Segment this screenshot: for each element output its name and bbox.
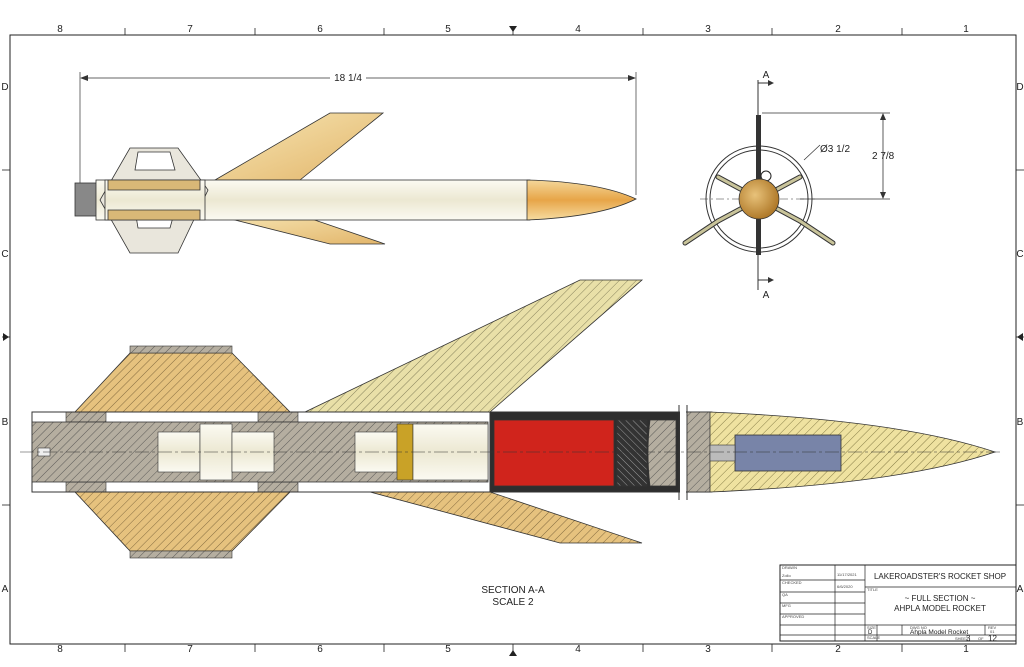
- svg-text:6: 6: [317, 644, 323, 655]
- svg-text:2 7/8: 2 7/8: [872, 151, 895, 162]
- svg-text:6: 6: [317, 24, 323, 35]
- cage-lower: [74, 491, 291, 552]
- section-scale: SCALE 2: [492, 597, 534, 608]
- svg-text:4: 4: [575, 644, 581, 655]
- section-marker-top: A: [763, 70, 770, 81]
- svg-text:REV: REV: [988, 625, 997, 630]
- svg-text:1: 1: [963, 644, 969, 655]
- nose-cone-end: [738, 178, 780, 220]
- svg-text:D: D: [1016, 82, 1023, 93]
- svg-text:C: C: [1, 249, 8, 260]
- svg-text:2: 2: [835, 24, 841, 35]
- svg-text:1: 1: [963, 24, 969, 35]
- svg-text:SIZE: SIZE: [867, 625, 876, 630]
- rocket-end-view: A A 2 7/8 Ø3 1/2: [682, 70, 895, 301]
- recovery-wadding: [493, 419, 615, 487]
- nose-weight: [734, 434, 842, 472]
- svg-text:B: B: [2, 417, 9, 428]
- svg-text:TITLE: TITLE: [867, 587, 878, 592]
- section-marker-bottom: A: [763, 290, 770, 301]
- svg-text:5: 5: [445, 644, 451, 655]
- svg-text:D: D: [868, 630, 873, 636]
- zone-labels-top: 8 7 6 5 4 3 2 1: [57, 24, 969, 35]
- svg-text:7: 7: [187, 24, 193, 35]
- title-block: DRAWN Zollo 11/17/2021 CHECKED 6/6/2020 …: [779, 564, 1017, 643]
- svg-text:DWG NO: DWG NO: [910, 625, 927, 630]
- svg-text:Zollo: Zollo: [782, 573, 791, 578]
- section-lower-fin: [369, 491, 643, 544]
- zone-labels-side: D C B A D C B A: [1, 82, 1023, 595]
- overall-length-dimension: 18 1/4: [79, 70, 637, 195]
- svg-text:~ FULL SECTION ~: ~ FULL SECTION ~: [905, 594, 976, 603]
- upper-fin: [213, 112, 385, 181]
- svg-text:7: 7: [187, 644, 193, 655]
- svg-text:MFG: MFG: [782, 603, 791, 608]
- svg-text:8: 8: [57, 644, 63, 655]
- svg-text:18 1/4: 18 1/4: [334, 73, 362, 84]
- svg-text:Ø3 1/2: Ø3 1/2: [820, 144, 850, 155]
- svg-text:6/6/2020: 6/6/2020: [837, 584, 853, 589]
- svg-text:APPROVED: APPROVED: [782, 614, 804, 619]
- drawing-border: [2, 26, 1024, 656]
- svg-text:12: 12: [988, 634, 997, 643]
- section-a-a-view: [20, 279, 1000, 559]
- svg-text:C: C: [1016, 249, 1023, 260]
- section-upper-fin: [304, 279, 644, 413]
- svg-text:Ahpla Model Rocket: Ahpla Model Rocket: [910, 629, 968, 636]
- svg-text:4: 4: [575, 24, 581, 35]
- svg-text:CHECKED: CHECKED: [782, 580, 802, 585]
- svg-text:OF: OF: [978, 636, 984, 641]
- svg-text:3: 3: [705, 644, 711, 655]
- svg-text:SCALE: SCALE: [867, 635, 880, 640]
- company-name: LAKEROADSTER'S ROCKET SHOP: [874, 572, 1006, 581]
- zone-labels-bottom: 8 7 6 5 4 3 2 1: [57, 644, 969, 655]
- svg-text:A: A: [2, 584, 9, 595]
- svg-text:3: 3: [966, 634, 971, 643]
- svg-text:B: B: [1017, 417, 1024, 428]
- svg-text:01: 01: [990, 629, 995, 634]
- cage-upper: [74, 352, 291, 413]
- svg-text:3: 3: [705, 24, 711, 35]
- fin-cage: [99, 147, 209, 254]
- svg-text:11/17/2021: 11/17/2021: [837, 572, 857, 577]
- svg-text:5: 5: [445, 24, 451, 35]
- svg-text:SHEET: SHEET: [955, 636, 969, 641]
- svg-text:8: 8: [57, 24, 63, 35]
- nose-cone: [526, 179, 637, 221]
- section-title: SECTION A-A: [481, 585, 545, 596]
- svg-text:A: A: [1017, 584, 1024, 595]
- rocket-side-view: 18 1/4: [74, 70, 637, 254]
- svg-text:D: D: [1, 82, 8, 93]
- svg-text:DRAWN: DRAWN: [782, 565, 797, 570]
- svg-text:2: 2: [835, 644, 841, 655]
- svg-text:AHPLA MODEL ROCKET: AHPLA MODEL ROCKET: [894, 604, 986, 613]
- svg-text:QA: QA: [782, 592, 788, 597]
